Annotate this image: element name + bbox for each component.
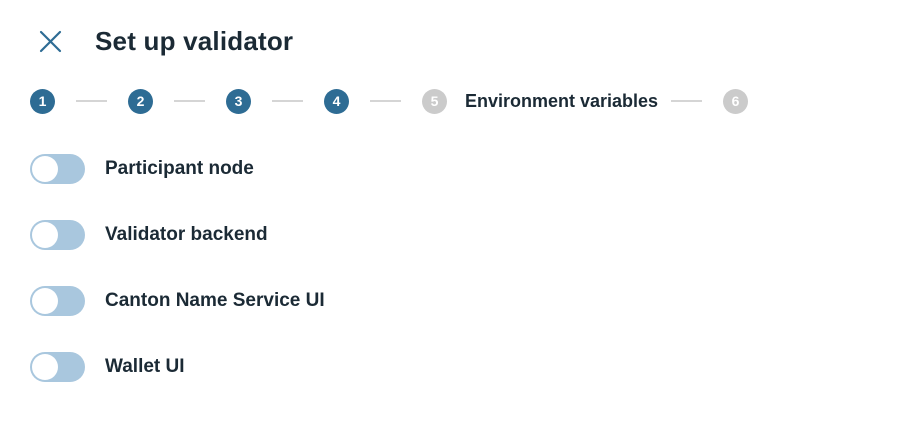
page-title: Set up validator — [95, 25, 294, 56]
toggle-knob — [32, 288, 58, 314]
close-button[interactable] — [38, 29, 62, 53]
toggle-label: Validator backend — [105, 224, 268, 245]
toggle-knob — [32, 156, 58, 182]
step-6-indicator: 6 — [723, 88, 749, 114]
wallet-ui-toggle[interactable] — [30, 352, 85, 382]
validator-backend-toggle[interactable] — [30, 220, 85, 250]
toggle-row: Participant node — [30, 154, 924, 184]
step-1-indicator: 1 — [30, 88, 55, 114]
toggle-row: Wallet UI — [30, 352, 924, 382]
toggle-label: Participant node — [105, 158, 254, 179]
step-2-indicator: 2 — [128, 88, 153, 114]
step-connector — [174, 100, 205, 102]
modal-header: Set up validator — [30, 22, 924, 60]
step-4-indicator: 4 — [324, 88, 349, 114]
toggle-row: Validator backend — [30, 220, 924, 250]
toggle-row: Canton Name Service UI — [30, 286, 924, 316]
wizard-stepper: 1 2 3 4 5 Environment variables 6 — [30, 88, 924, 114]
step-connector — [370, 100, 401, 102]
toggle-label: Wallet UI — [105, 356, 185, 377]
step-connector — [76, 100, 107, 102]
step-connector — [671, 100, 703, 102]
step-3-indicator: 3 — [226, 88, 251, 114]
participant-node-toggle[interactable] — [30, 154, 85, 184]
canton-name-service-ui-toggle[interactable] — [30, 286, 85, 316]
step-connector — [272, 100, 303, 102]
step-5-indicator: 5 — [422, 88, 447, 114]
active-step-label: Environment variables — [465, 90, 659, 111]
close-icon — [39, 30, 62, 53]
toggle-knob — [32, 222, 58, 248]
setup-validator-modal: Set up validator 1 2 3 4 5 Environment variab… — [30, 22, 924, 382]
toggle-knob — [32, 354, 58, 380]
toggle-label: Canton Name Service UI — [105, 290, 325, 311]
